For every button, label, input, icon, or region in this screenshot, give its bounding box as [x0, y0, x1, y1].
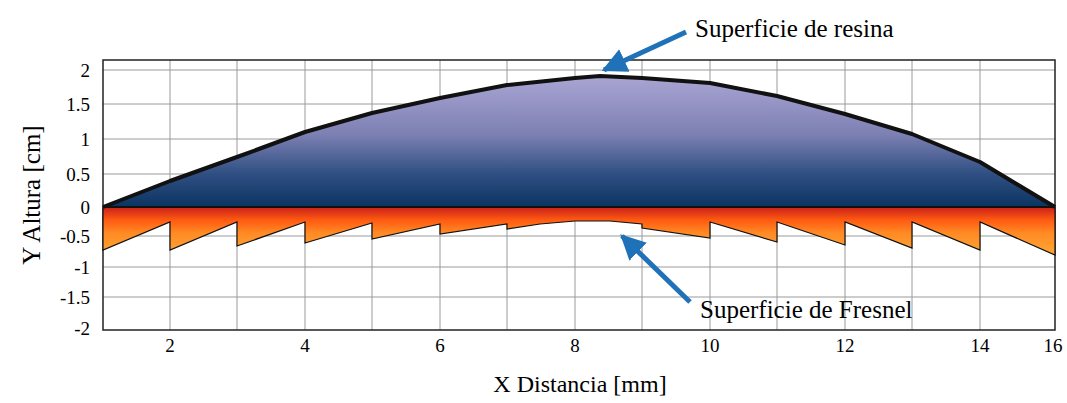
tick-label: -1.5	[60, 288, 90, 307]
axis-title: Y Altura [cm]	[19, 125, 44, 264]
grid	[103, 60, 1055, 330]
resin-surface	[103, 76, 1055, 207]
tick-label: -1	[74, 258, 90, 277]
axis-title: X Distancia [mm]	[493, 372, 666, 396]
tick-label: 4	[300, 336, 310, 355]
tick-label: 0	[81, 198, 91, 217]
tick-label: 1.5	[66, 95, 90, 114]
leader-arrow	[604, 32, 686, 70]
tick-label: 2	[165, 336, 175, 355]
leader-arrow	[622, 236, 690, 302]
tick-label: 10	[701, 336, 720, 355]
tick-label: -2	[74, 319, 90, 338]
tick-label: 14	[971, 336, 990, 355]
plot-frame	[103, 60, 1055, 330]
tick-label: -0.5	[60, 227, 90, 246]
tick-label: 8	[570, 336, 580, 355]
tick-label: 1	[81, 130, 91, 149]
tick-label: 16	[1044, 336, 1063, 355]
fresnel-surface	[103, 207, 1055, 255]
resin-outline	[103, 76, 1055, 207]
tick-label: 12	[836, 336, 855, 355]
callout-label: Superficie de resina	[695, 16, 894, 41]
callout-label: Superficie de Fresnel	[700, 297, 912, 322]
tick-label: 2	[81, 61, 91, 80]
tick-label: 6	[435, 336, 445, 355]
base-line	[103, 206, 1055, 208]
tick-label: 0.5	[66, 165, 90, 184]
